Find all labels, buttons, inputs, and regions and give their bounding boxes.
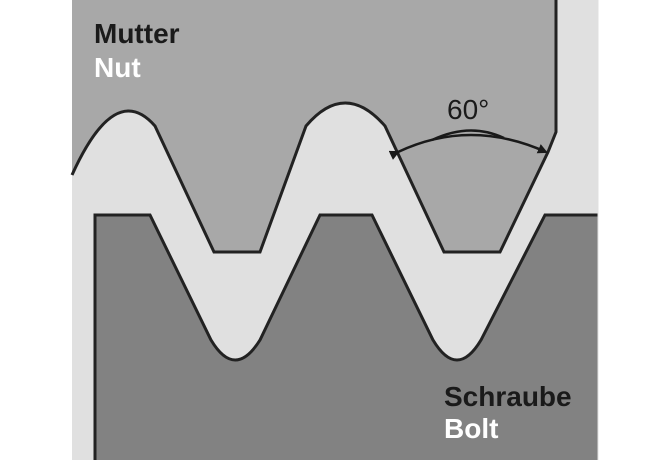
nut-label-en: Nut: [94, 52, 141, 83]
nut-outline: [70, 0, 558, 254]
bolt-outline: [93, 213, 598, 460]
nut-body: [72, 0, 556, 252]
angle-label: 60°: [447, 94, 489, 125]
nut-label-de: Mutter: [94, 18, 180, 49]
angle-arc-full: [388, 133, 548, 160]
bolt-body: [95, 215, 598, 460]
bolt-label-en: Bolt: [444, 413, 498, 444]
bolt-label-de: Schraube: [444, 381, 572, 412]
